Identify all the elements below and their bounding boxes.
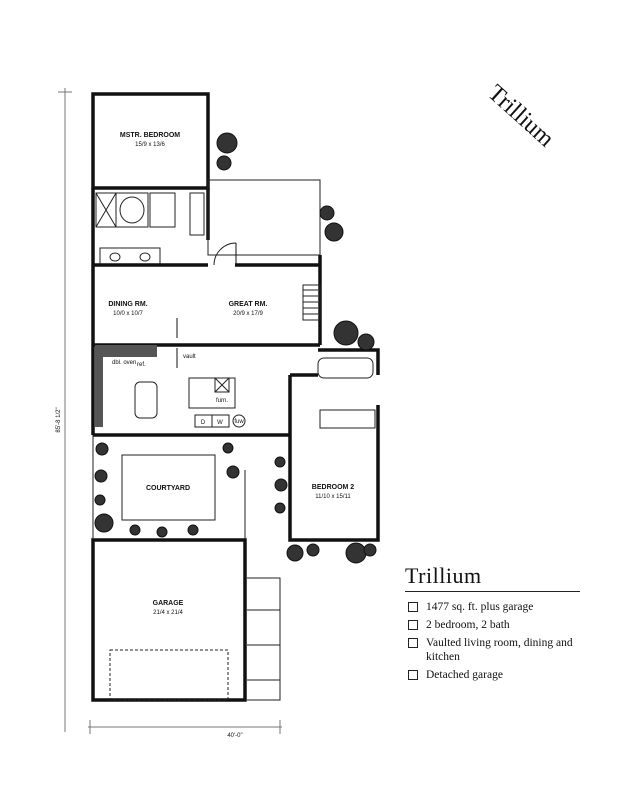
checkbox-icon: [408, 670, 418, 680]
bedroom2-walls: [288, 348, 380, 542]
checkbox-icon: [408, 602, 418, 612]
master-bedroom-label: MSTR. BEDROOM: [120, 132, 180, 139]
great-room-size: 20/9 x 17/9: [233, 311, 263, 317]
closet: [149, 192, 176, 228]
bedroom2-label: BEDROOM 2: [312, 484, 355, 491]
feature-item: Detached garage: [408, 668, 580, 682]
feature-item: 1477 sq. ft. plus garage: [408, 600, 580, 614]
garage-label: GARAGE: [153, 600, 184, 607]
living-walls: [91, 255, 322, 435]
double-oven-label: dbl. oven: [112, 360, 136, 366]
feature-text: Vaulted living room, dining and kitchen: [426, 637, 573, 663]
dining-room-label: DINING RM.: [108, 301, 147, 308]
refrigerator-label: ref.: [137, 362, 146, 368]
bath2-tub: [317, 357, 374, 379]
master-bedroom: [91, 92, 210, 190]
furnace-label: furn.: [216, 398, 228, 404]
dryer-label: D: [201, 420, 206, 426]
washer: [211, 414, 230, 428]
walkway: [247, 577, 281, 701]
width-dimension: 40'-0": [88, 720, 282, 739]
feature-list: 1477 sq. ft. plus garage 2 bedroom, 2 ba…: [408, 600, 580, 682]
great-room-label: GREAT RM.: [229, 301, 268, 308]
info-panel: Trillium 1477 sq. ft. plus garage 2 bedr…: [405, 563, 580, 686]
feature-item: Vaulted living room, dining and kitchen: [408, 636, 580, 664]
washer-label: W: [217, 420, 223, 426]
checkbox-icon: [408, 620, 418, 630]
bedroom2-closet: [319, 409, 376, 429]
tub: [115, 192, 149, 228]
checkbox-icon: [408, 638, 418, 648]
depth-dimension-label: 85'-8 1/2": [56, 407, 62, 432]
landscaping-trees: [94, 132, 377, 564]
garage-size: 21/4 x 21/4: [153, 610, 183, 616]
vault-label: vault: [183, 354, 196, 360]
depth-dimension: 85'-8 1/2": [56, 88, 72, 732]
pantry: [188, 377, 236, 409]
kitchen-island: [134, 381, 158, 419]
garage-door: [109, 649, 229, 701]
feature-text: 1477 sq. ft. plus garage: [426, 601, 534, 613]
width-dimension-label: 40'-0": [227, 733, 242, 739]
bedroom2-size: 11/10 x 15/11: [315, 494, 351, 500]
info-title: Trillium: [405, 563, 580, 592]
feature-text: 2 bedroom, 2 bath: [426, 619, 510, 631]
garage: [91, 538, 247, 702]
vanity: [99, 247, 161, 266]
door: [213, 242, 237, 266]
water-heater: [232, 414, 246, 428]
deck: [207, 179, 321, 256]
feature-item: 2 bedroom, 2 bath: [408, 618, 580, 632]
master-bedroom-size: 15/9 x 13/6: [135, 142, 165, 148]
courtyard-label: COURTYARD: [146, 485, 190, 492]
feature-text: Detached garage: [426, 669, 503, 681]
water-heater-label: fuw: [234, 419, 244, 425]
dining-room-size: 10/0 x 10/7: [113, 311, 143, 317]
